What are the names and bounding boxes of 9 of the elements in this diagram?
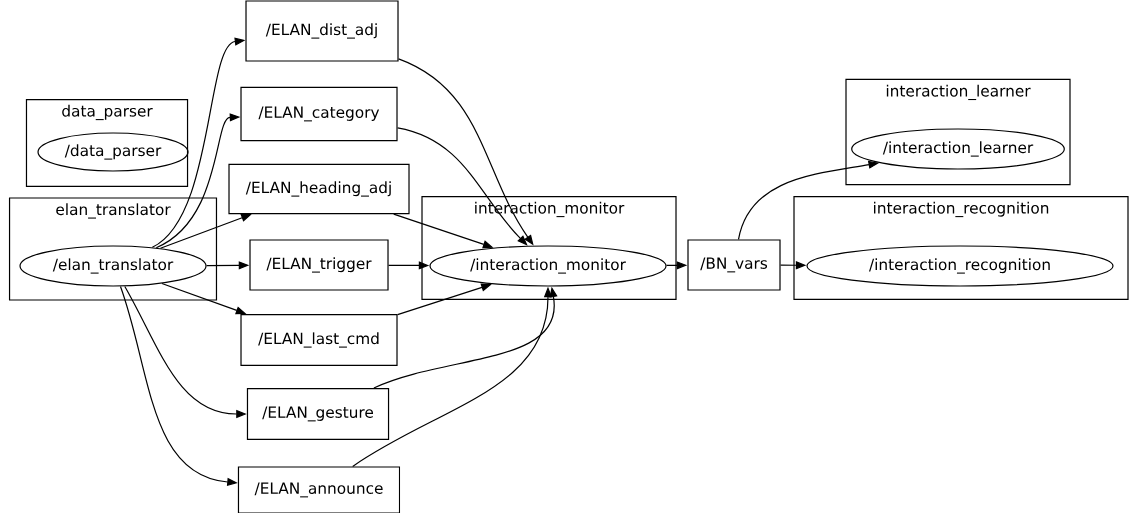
topic-box: /ELAN_last_cmd: [240, 313, 398, 367]
topic-box: /BN_vars: [687, 239, 781, 291]
topic-box: /ELAN_announce: [237, 466, 401, 513]
topic-box: /ELAN_gesture: [246, 387, 390, 441]
topic-box: /ELAN_heading_adj: [228, 163, 410, 215]
topic-box: /ELAN_trigger: [249, 239, 389, 291]
topic-box: /ELAN_category: [240, 86, 398, 142]
topic-box: /ELAN_dist_adj: [245, 0, 399, 62]
arrow: [397, 127, 528, 246]
